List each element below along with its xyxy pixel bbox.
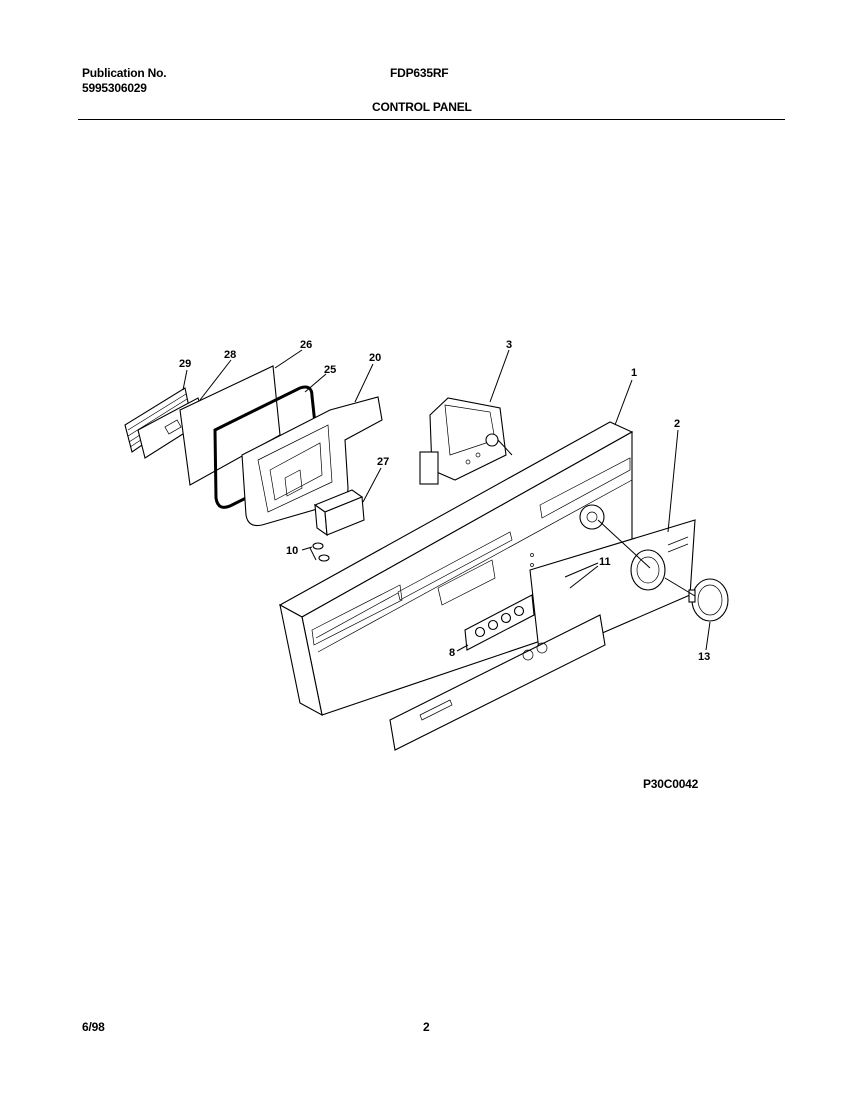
callout-26: 26 [300, 339, 312, 351]
callout-13: 13 [698, 651, 710, 663]
footer-date: 6/98 [82, 1020, 105, 1034]
page-number: 2 [423, 1020, 430, 1034]
section-title: CONTROL PANEL [372, 100, 472, 114]
publication-label: Publication No. [82, 66, 167, 80]
part-8-button-pad [464, 594, 535, 651]
part-1-console [278, 421, 634, 717]
callout-20: 20 [369, 352, 381, 364]
header-rule [78, 119, 785, 120]
callout-1: 1 [631, 367, 637, 379]
lower-overlay [389, 614, 606, 751]
callout-2: 2 [674, 418, 680, 430]
diagram-code: P30C0042 [643, 777, 699, 791]
part-27-block [313, 489, 365, 537]
part-13-knob [688, 578, 729, 622]
callout-27: 27 [377, 456, 389, 468]
part-10-screws [309, 542, 330, 562]
leader-lines [182, 349, 711, 652]
callout-8: 8 [449, 647, 455, 659]
publication-number: 5995306029 [82, 81, 147, 95]
callout-28: 28 [224, 349, 236, 361]
callout-11: 11 [599, 556, 611, 568]
part-3-timer [419, 397, 513, 485]
model-number: FDP635RF [390, 66, 449, 80]
callout-10: 10 [286, 545, 298, 557]
callout-3: 3 [506, 339, 512, 351]
callout-29: 29 [179, 358, 191, 370]
callout-25: 25 [324, 364, 336, 376]
callouts: 29 28 26 25 20 3 1 2 27 10 11 8 13 [179, 339, 710, 663]
